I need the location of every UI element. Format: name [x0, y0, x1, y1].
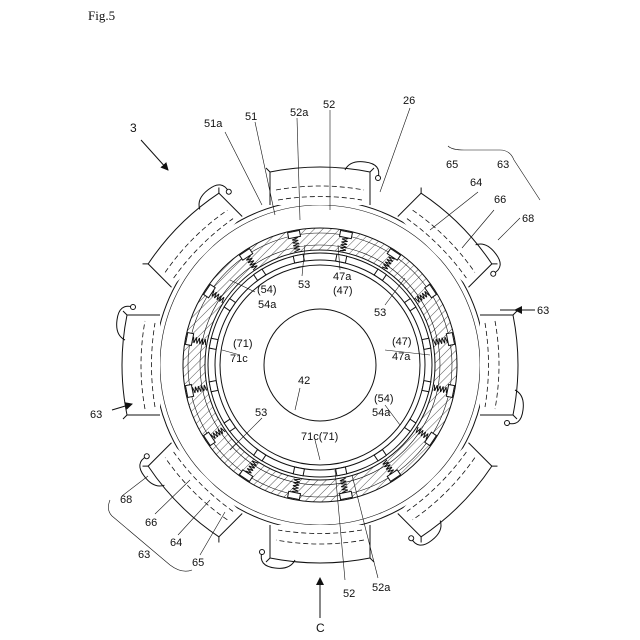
label-54-paren-right: (54) — [374, 393, 394, 405]
label-66-top-right: 66 — [494, 194, 506, 206]
label-63-top-right: 63 — [497, 159, 509, 171]
label-65-top-right: 65 — [446, 159, 458, 171]
label-47a-top: 47a — [333, 271, 352, 283]
label-47-top: (47) — [333, 285, 353, 297]
label-53-right: 53 — [374, 307, 386, 319]
label-47a-right: 47a — [392, 351, 411, 363]
label-71-paren: (71) — [233, 338, 253, 350]
coil-module-63 — [117, 305, 160, 420]
coil-module-63 — [480, 311, 523, 426]
label-47-paren-right: (47) — [392, 336, 412, 348]
figure-label: Fig.5 — [88, 8, 115, 23]
label-54a-right: 54a — [372, 407, 391, 419]
shaft-bore-42 — [264, 309, 376, 421]
label-26: 26 — [403, 95, 415, 107]
label-54a-left: 54a — [258, 299, 277, 311]
label-68-top-right: 68 — [522, 213, 534, 225]
coil-module-63 — [260, 525, 375, 568]
label-64-top-right: 64 — [470, 177, 482, 189]
coil-module-63 — [266, 162, 381, 205]
label-52a-bottom: 52a — [372, 582, 391, 594]
label-68-bottom-left: 68 — [120, 494, 132, 506]
label-64-bottom-left: 64 — [170, 537, 182, 549]
label-3: 3 — [130, 121, 137, 135]
label-71c-71: 71c(71) — [301, 431, 338, 443]
label-53-left: 53 — [255, 407, 267, 419]
label-66-bottom-left: 66 — [145, 517, 157, 529]
label-71c: 71c — [230, 353, 248, 365]
label-53-upper: 53 — [298, 279, 310, 291]
label-52a-top: 52a — [290, 107, 309, 119]
label-52-bottom: 52 — [343, 588, 355, 600]
label-65-bottom-left: 65 — [192, 557, 204, 569]
label-51: 51 — [245, 111, 257, 123]
label-52-top: 52 — [323, 99, 335, 111]
label-42: 42 — [298, 375, 310, 387]
label-63-bottom-left: 63 — [138, 549, 150, 561]
label-54-paren-left: (54) — [257, 284, 277, 296]
label-51a: 51a — [204, 118, 223, 130]
label-63-right: 63 — [537, 305, 549, 317]
label-view-c: C — [316, 621, 325, 635]
label-63-left: 63 — [90, 409, 102, 421]
